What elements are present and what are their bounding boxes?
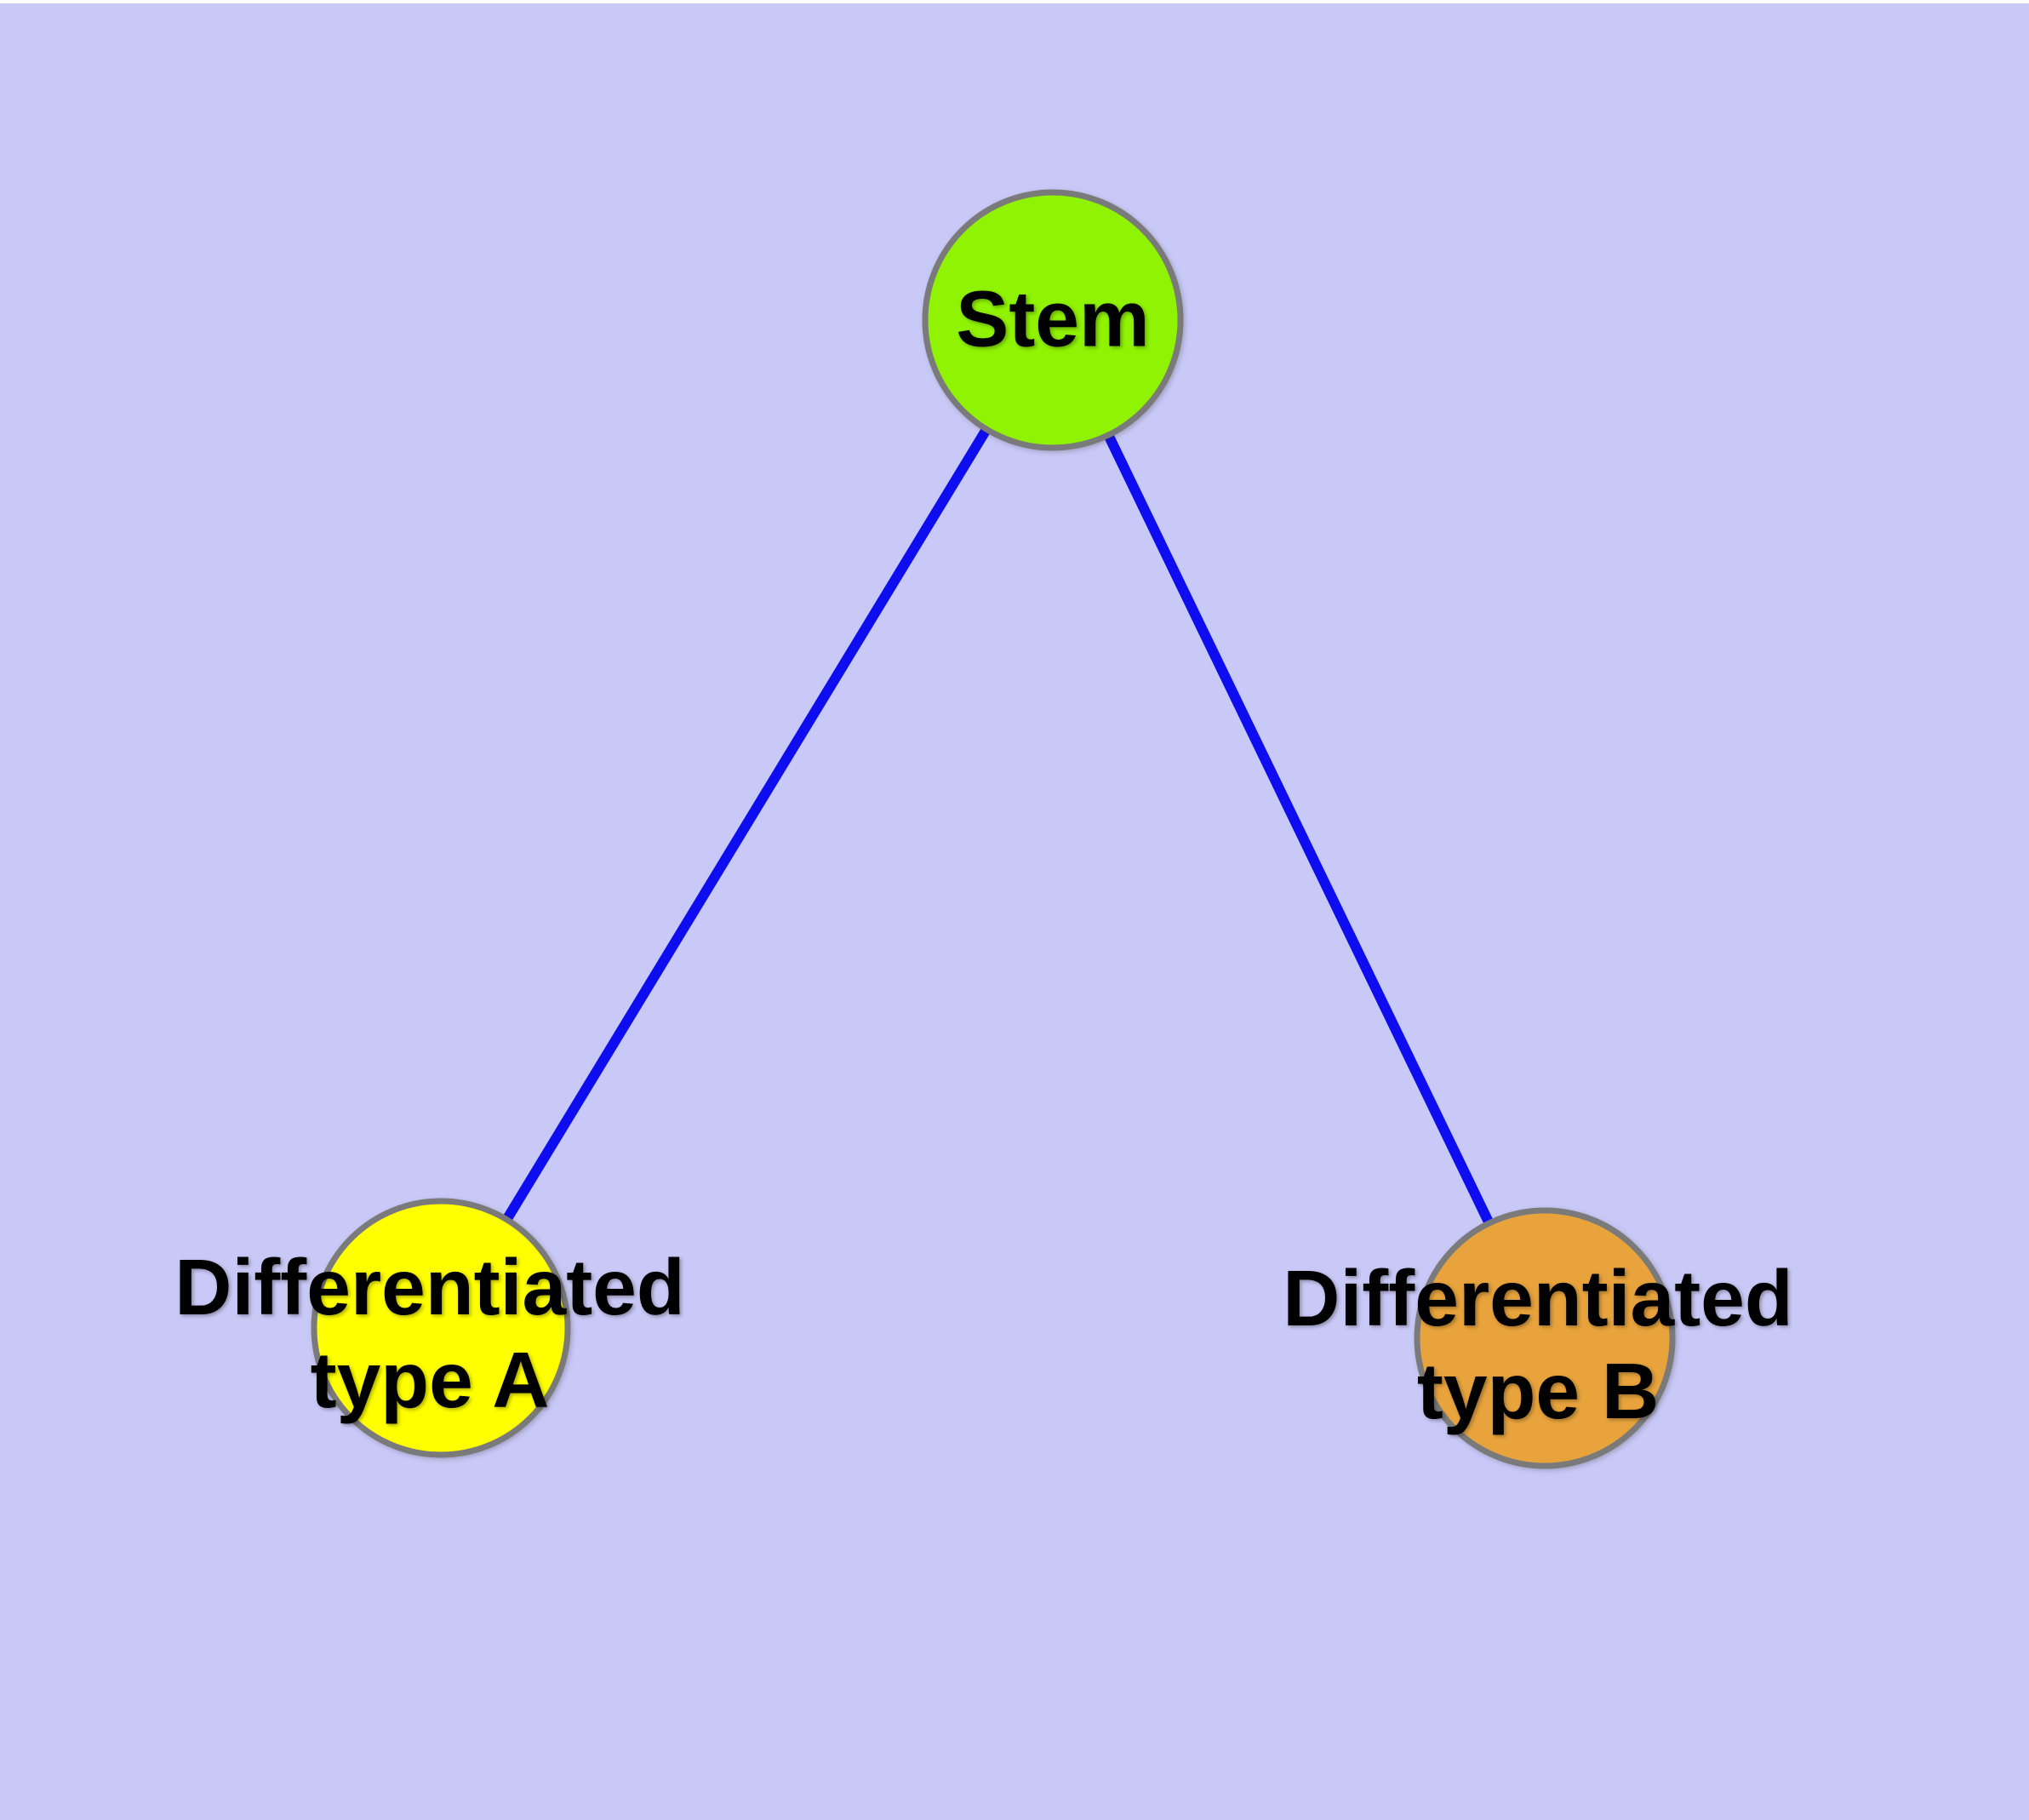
edge-stem-to-type-a <box>436 317 1058 1331</box>
node-type-a-circle <box>311 1198 571 1458</box>
edge-stem-to-type-b <box>1048 318 1550 1341</box>
plot-background: Stem Differentiated type A Differentiate… <box>0 3 2029 1820</box>
node-stem-circle <box>922 189 1184 451</box>
edge-group <box>436 317 1550 1341</box>
node-type-b-circle <box>1414 1207 1676 1469</box>
graph-svg <box>311 189 1676 1469</box>
